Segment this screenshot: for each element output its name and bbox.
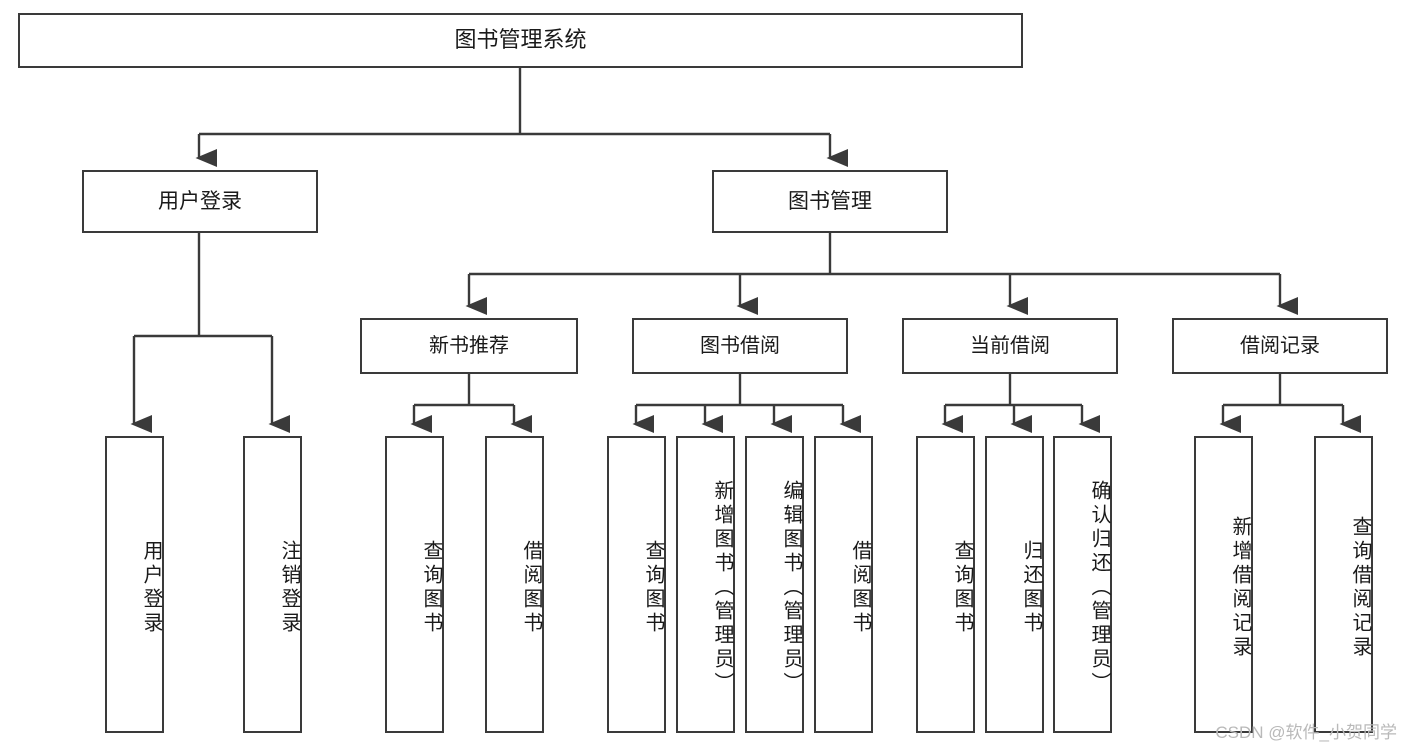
node-current-borrow[interactable]: 当前借阅 [902,318,1118,374]
node-label: 新增图书（管理员） [711,479,733,696]
node-label: 归还图书 [1020,539,1042,636]
leaf-borrow-add-book-admin[interactable]: 新增图书（管理员） [676,436,735,733]
node-book-borrow[interactable]: 图书借阅 [632,318,848,374]
node-label: 图书管理系统 [454,27,587,53]
node-borrow-record[interactable]: 借阅记录 [1172,318,1388,374]
node-new-book-recommend[interactable]: 新书推荐 [360,318,578,374]
leaf-borrow-borrow-book[interactable]: 借阅图书 [814,436,873,733]
leaf-recommend-query-book[interactable]: 查询图书 [385,436,444,733]
node-label: 借阅记录 [1240,334,1320,357]
node-label: 图书借阅 [700,334,780,357]
leaf-user-login-logout[interactable]: 注销登录 [243,436,302,733]
node-label: 查询图书 [642,539,664,636]
node-label: 图书管理 [788,189,872,213]
node-label: 编辑图书（管理员） [780,479,802,696]
leaf-recommend-borrow-book[interactable]: 借阅图书 [485,436,544,733]
leaf-user-login-login[interactable]: 用户登录 [105,436,164,733]
leaf-borrow-query-book[interactable]: 查询图书 [607,436,666,733]
node-label: 用户登录 [158,189,242,213]
node-label: 确认归还（管理员） [1088,479,1110,696]
leaf-record-add-record[interactable]: 新增借阅记录 [1194,436,1253,733]
csdn-watermark: CSDN @软件_小贺同学 [1215,723,1397,742]
node-label: 用户登录 [140,539,162,636]
node-label: 新增借阅记录 [1229,515,1251,660]
leaf-current-query-book[interactable]: 查询图书 [916,436,975,733]
node-label: 注销登录 [278,539,300,636]
leaf-borrow-edit-book-admin[interactable]: 编辑图书（管理员） [745,436,804,733]
node-label: 新书推荐 [429,334,509,357]
node-root-book-management-system[interactable]: 图书管理系统 [18,13,1023,68]
node-label: 查询图书 [420,539,442,636]
node-book-management[interactable]: 图书管理 [712,170,948,233]
node-label: 查询借阅记录 [1349,515,1371,660]
node-label: 借阅图书 [849,539,871,636]
node-label: 当前借阅 [970,334,1050,357]
leaf-record-query-record[interactable]: 查询借阅记录 [1314,436,1373,733]
node-user-login[interactable]: 用户登录 [82,170,318,233]
node-label: 查询图书 [951,539,973,636]
leaf-current-confirm-return-admin[interactable]: 确认归还（管理员） [1053,436,1112,733]
node-label: 借阅图书 [520,539,542,636]
leaf-current-return-book[interactable]: 归还图书 [985,436,1044,733]
